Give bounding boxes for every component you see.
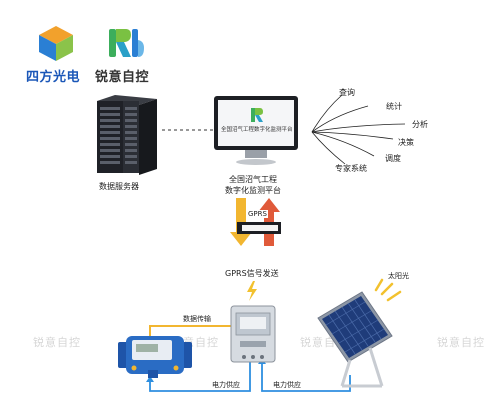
solar-panel-image <box>312 288 396 392</box>
controller-box-image <box>230 305 276 367</box>
signal-bolt-icon <box>247 281 257 301</box>
brand-cube-logo <box>36 23 76 67</box>
power-supply-right-label: 电力供应 <box>273 381 301 389</box>
monitor-label-line1: 全国沼气工程 <box>229 175 277 184</box>
brand-name-1: 四方光电 <box>26 70 81 85</box>
sunlight-rays-icon <box>374 278 402 302</box>
gprs-send-label: GPRS信号发送 <box>225 269 279 278</box>
fan-item-expert: 专家系统 <box>335 164 367 173</box>
fan-item-dispatch: 调度 <box>385 154 401 163</box>
monitor-image: 全国沼气工程数字化监测平台 <box>213 95 299 167</box>
data-transfer-label: 数据传输 <box>183 315 211 323</box>
fan-item-statistics: 统计 <box>386 102 402 111</box>
fan-item-query: 查询 <box>339 88 355 97</box>
fan-item-analysis: 分析 <box>412 120 428 129</box>
data-server-label: 数据服务器 <box>99 182 139 191</box>
flowmeter-image <box>118 328 192 384</box>
monitor-screen-title: 全国沼气工程数字化监测平台 <box>221 127 293 133</box>
watermark-4: 锐意自控 <box>437 336 485 349</box>
watermark-1: 锐意自控 <box>33 336 81 349</box>
power-supply-left-label: 电力供应 <box>212 381 240 389</box>
data-server-image <box>95 93 159 181</box>
brand-name-2: 锐意自控 <box>95 70 150 85</box>
monitor-label-line2: 数字化监测平台 <box>225 186 281 195</box>
fan-item-decision: 决策 <box>398 138 414 147</box>
brand-rb-logo <box>104 23 144 67</box>
sunlight-label: 太阳光 <box>388 272 409 280</box>
gprs-tag: GPRS <box>247 210 268 218</box>
